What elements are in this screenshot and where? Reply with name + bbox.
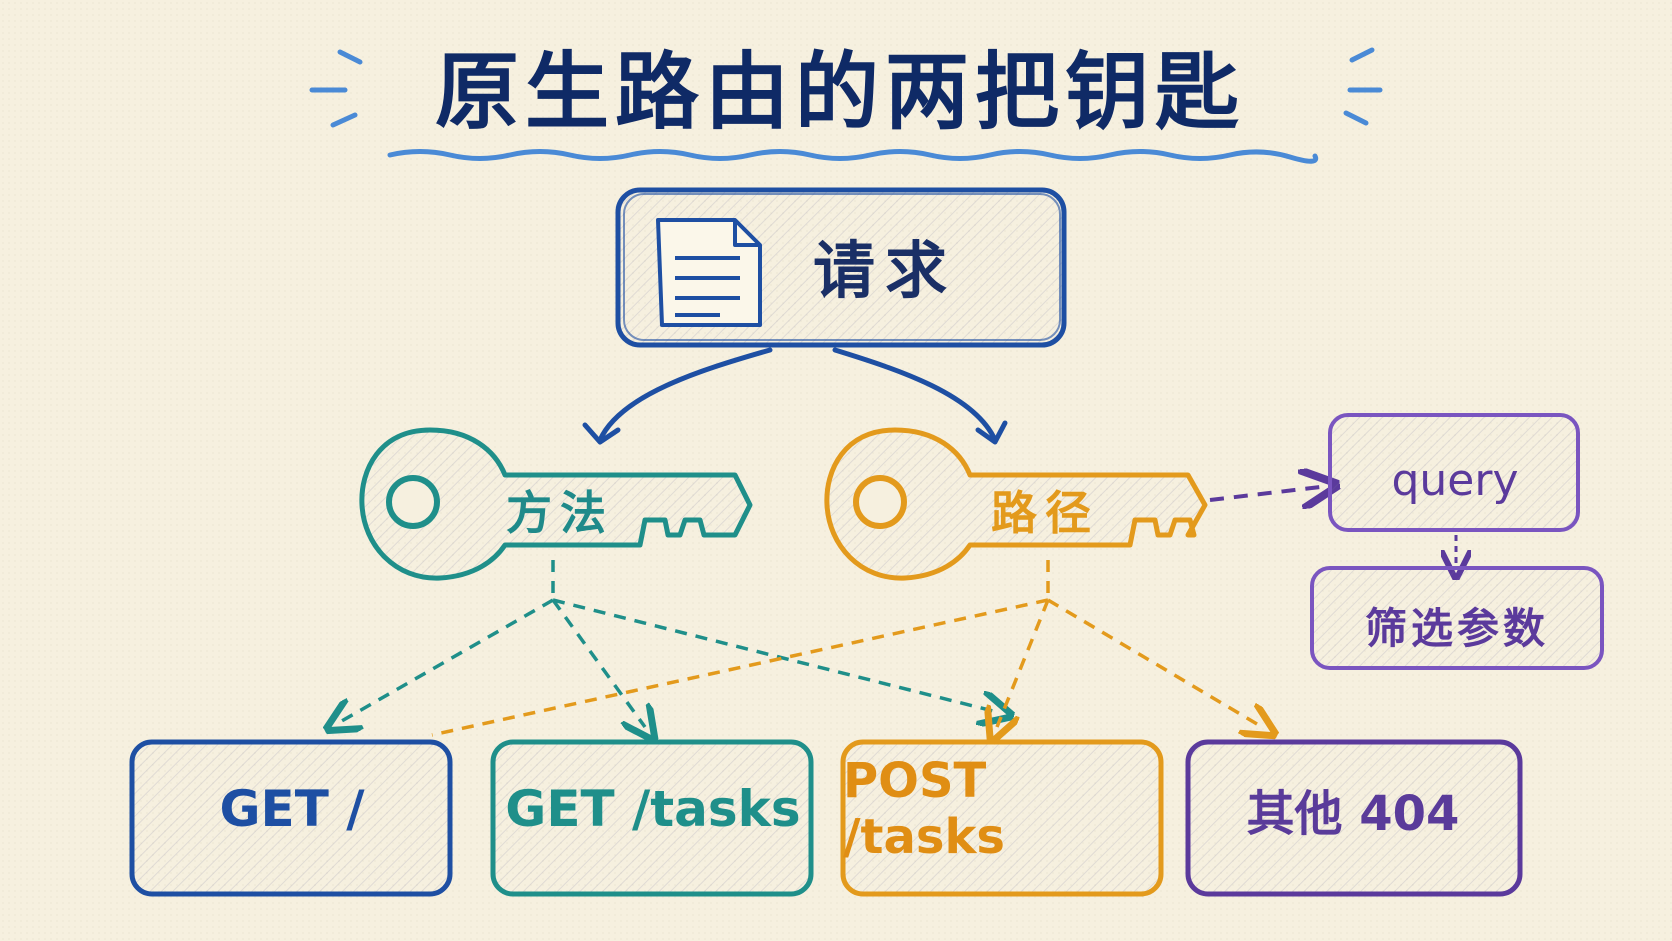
dashed-path-to-query bbox=[1209, 487, 1320, 500]
query-node bbox=[1328, 413, 1580, 532]
route-box-get-tasks bbox=[490, 739, 814, 897]
path-key-label: 路径 bbox=[991, 486, 1099, 540]
route-label-get-tasks: GET /tasks bbox=[505, 780, 801, 838]
path-key-icon bbox=[824, 427, 1208, 581]
arrowhead-path bbox=[975, 420, 1008, 445]
document-icon bbox=[656, 218, 762, 327]
route-box-get-root bbox=[129, 739, 453, 897]
route-box-post-tasks bbox=[840, 739, 1164, 897]
route-label-other-404: 其他 404 bbox=[1246, 786, 1460, 842]
route-label-get-root: GET / bbox=[219, 780, 365, 838]
path-dashed-links bbox=[431, 560, 1262, 735]
request-label: 请求 bbox=[812, 234, 957, 307]
title-sparkle-right-icon bbox=[1343, 47, 1383, 126]
method-dashed-links bbox=[340, 560, 997, 727]
query-label: query bbox=[1391, 454, 1519, 506]
page-title: 原生路由的两把钥匙 bbox=[434, 42, 1245, 141]
arrow-request-to-method bbox=[597, 347, 773, 443]
route-label-post-tasks: POST /tasks bbox=[843, 753, 1005, 865]
route-box-other-404 bbox=[1185, 739, 1523, 897]
title-sparkle-left-icon bbox=[309, 49, 363, 128]
filter-params-label: 筛选参数 bbox=[1364, 603, 1549, 653]
filter-params-node bbox=[1310, 566, 1604, 670]
method-key-label: 方法 bbox=[506, 486, 614, 540]
method-key-icon bbox=[359, 427, 753, 581]
arrow-request-to-path bbox=[832, 347, 998, 443]
arrowhead-method bbox=[582, 422, 621, 445]
title-wavy-underline bbox=[387, 149, 1319, 164]
